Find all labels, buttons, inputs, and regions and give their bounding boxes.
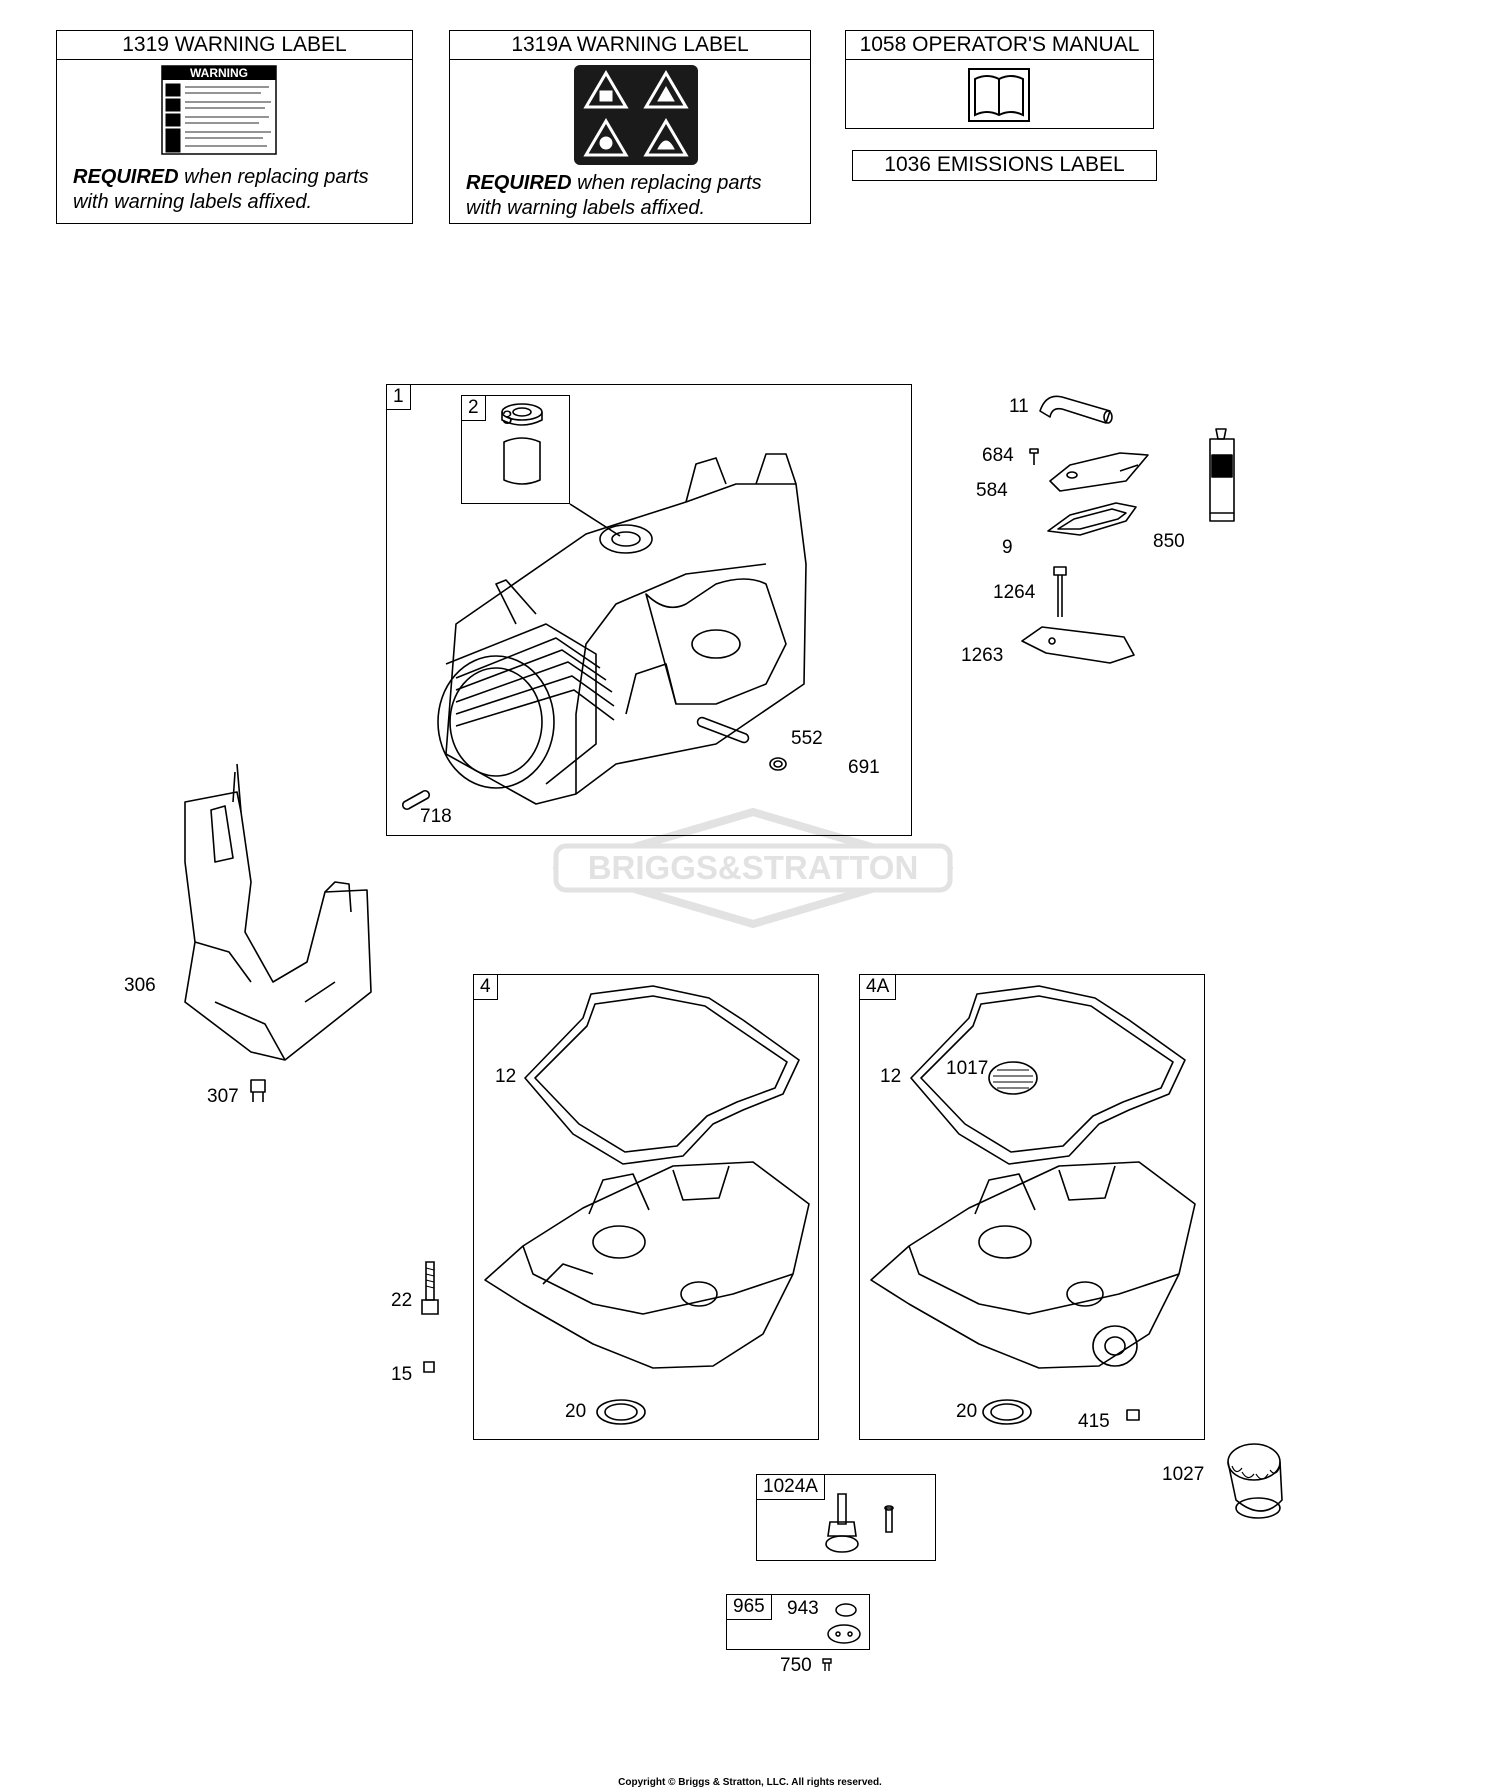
part-number-307: 307 <box>207 1086 239 1107</box>
part-number-415: 415 <box>1078 1411 1110 1432</box>
manual-1058-title: 1058 OPERATOR'S MANUAL <box>846 31 1153 60</box>
screw-750-icon <box>822 1658 832 1671</box>
label-1319-title: 1319 WARNING LABEL <box>57 31 412 60</box>
required-rest: when replacing parts <box>178 166 369 188</box>
baffle-drawing <box>184 763 372 1102</box>
label-1319a-title: 1319A WARNING LABEL <box>450 31 810 60</box>
assembly-tag-1024a: 1024A <box>757 1475 825 1500</box>
sump-assembly-4-box: 4 <box>473 974 819 1440</box>
sump-assembly-4a-box: 4A <box>859 974 1205 1440</box>
required-line2: with warning labels affixed. <box>466 197 706 219</box>
part-number-11: 11 <box>1009 396 1029 417</box>
part-number-718: 718 <box>420 806 452 827</box>
cylinder-block-drawing <box>401 403 807 811</box>
part-number-15: 15 <box>391 1364 413 1385</box>
part-number-1027: 1027 <box>1162 1464 1205 1485</box>
part-number-943: 943 <box>787 1598 819 1619</box>
cylinder-assembly-box: 1 <box>386 384 912 836</box>
sump-4a-drawing <box>870 985 1196 1425</box>
part-number-684: 684 <box>982 445 1014 466</box>
sticker-heading: WARNING <box>190 66 248 80</box>
breather-parts-drawing <box>1021 395 1235 664</box>
required-line2: with warning labels affixed. <box>73 191 313 213</box>
part-number-552: 552 <box>791 728 823 749</box>
assembly-tag-1: 1 <box>387 385 411 410</box>
part-number-9: 9 <box>1002 537 1013 558</box>
part-number-850: 850 <box>1153 531 1185 552</box>
assembly-tag-4: 4 <box>474 975 498 1000</box>
part-number-12: 12 <box>495 1066 517 1087</box>
copyright-footer: Copyright © Briggs & Stratton, LLC. All … <box>618 1777 882 1788</box>
part-number-306: 306 <box>124 975 156 996</box>
assembly-tag-2: 2 <box>462 396 486 421</box>
label-box-1319a: 1319A WARNING LABEL REQUIRED when replac… <box>449 30 811 224</box>
watermark-text: BRIGGS&STRATTON <box>588 849 919 886</box>
part-number-750: 750 <box>780 1655 812 1676</box>
part-number-20: 20 <box>956 1401 978 1422</box>
brand-watermark: BRIGGS&STRATTON <box>553 808 953 928</box>
warning-sticker-icon: WARNING <box>161 65 277 155</box>
sump-4-drawing <box>484 985 810 1425</box>
part-number-1263: 1263 <box>961 645 1004 666</box>
required-text: REQUIRED <box>466 172 572 194</box>
required-text: REQUIRED <box>73 166 179 188</box>
assembly-tag-4a: 4A <box>860 975 897 1000</box>
assembly-tag-965: 965 <box>727 1595 772 1620</box>
part-number-584: 584 <box>976 480 1008 501</box>
gasket-kit-drawing <box>827 1603 861 1644</box>
required-rest: when replacing parts <box>571 172 762 194</box>
label-box-1036: 1036 EMISSIONS LABEL <box>852 150 1157 181</box>
part-number-12: 12 <box>880 1066 902 1087</box>
part-number-691: 691 <box>848 757 880 778</box>
part-number-1017: 1017 <box>946 1058 989 1079</box>
part-number-1264: 1264 <box>993 582 1036 603</box>
label-box-1058: 1058 OPERATOR'S MANUAL <box>845 30 1154 129</box>
part-number-20: 20 <box>565 1401 587 1422</box>
warning-pictogram-icon <box>574 65 698 165</box>
bushing-subassembly-box: 2 <box>461 395 570 504</box>
part-number-3: 3 <box>502 408 513 429</box>
label-box-1319: 1319 WARNING LABEL WARNING REQUIRED when… <box>56 30 413 224</box>
bolt-drawing <box>421 1261 439 1373</box>
pump-parts-drawing <box>825 1493 894 1553</box>
gasket-kit-box: 965 <box>726 1594 870 1650</box>
part-number-22: 22 <box>391 1290 413 1311</box>
book-icon <box>968 68 1030 122</box>
emissions-1036-title: 1036 EMISSIONS LABEL <box>884 153 1125 176</box>
oil-filter-drawing <box>1227 1443 1283 1519</box>
